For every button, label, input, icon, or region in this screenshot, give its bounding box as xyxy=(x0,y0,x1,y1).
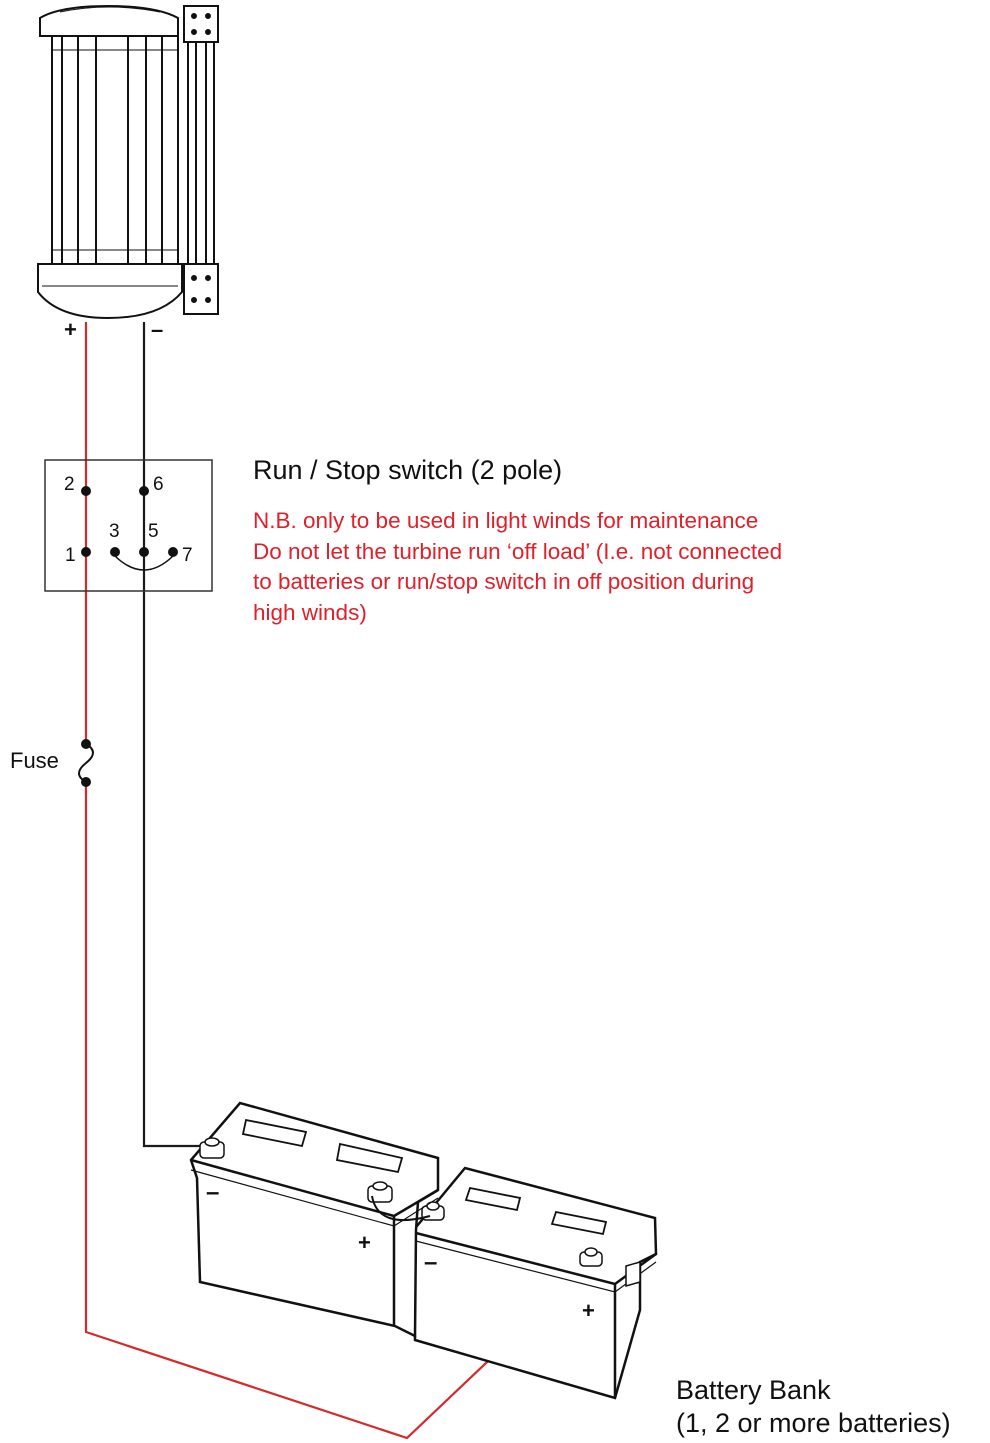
battery-1-positive-sign: + xyxy=(358,1230,371,1255)
run-stop-switch xyxy=(44,459,213,592)
battery-2-positive-sign: + xyxy=(582,1298,595,1323)
switch-pin-3: 3 xyxy=(109,521,120,542)
fuse-label: Fuse xyxy=(10,748,59,773)
battery-link-cable xyxy=(371,1195,431,1221)
switch-title: Run / Stop switch (2 pole) xyxy=(253,455,563,485)
switch-pin-1: 1 xyxy=(65,545,76,566)
battery-2 xyxy=(410,1166,658,1400)
maintenance-note: N.B. only to be used in light winds for … xyxy=(253,506,782,628)
battery-bank-title: Battery Bank (1, 2 or more batteries) xyxy=(676,1374,951,1440)
battery-bank-title-line1: Battery Bank xyxy=(676,1375,831,1405)
battery-bank-title-line2: (1, 2 or more batteries) xyxy=(676,1408,951,1438)
negative-wire xyxy=(142,322,205,1148)
turbine-positive-label: + xyxy=(64,317,77,342)
note-line: N.B. only to be used in light winds for … xyxy=(253,508,759,533)
note-line: Do not let the turbine run ‘off load’ (I… xyxy=(253,538,783,564)
note-line: high winds) xyxy=(253,599,367,625)
switch-pin-6: 6 xyxy=(153,474,164,495)
switch-pin-2: 2 xyxy=(64,474,75,495)
battery-1 xyxy=(189,1101,440,1339)
note-line: to batteries or run/stop switch in off p… xyxy=(253,569,755,594)
switch-pin-5: 5 xyxy=(148,521,159,542)
fuse-symbol xyxy=(78,739,94,787)
battery-2-negative-sign: – xyxy=(424,1249,437,1276)
battery-1-negative-sign: – xyxy=(206,1179,219,1206)
turbine-negative-label: – xyxy=(151,317,163,342)
switch-pin-7: 7 xyxy=(182,545,193,566)
wind-turbine xyxy=(37,4,219,320)
